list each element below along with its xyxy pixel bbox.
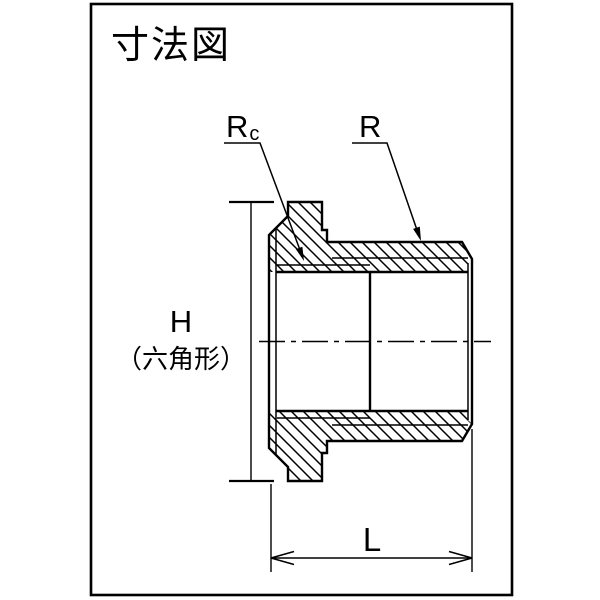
outer-profile: [267, 200, 474, 483]
section-hatching: [269, 202, 472, 481]
leader-r: R: [352, 109, 421, 241]
male-thread-root-lines: [332, 257, 468, 426]
h-dimension-ticks: [229, 200, 274, 483]
label-height-note: （六角形）: [116, 344, 246, 374]
lower-wall-section: [269, 411, 472, 481]
label-height: H: [170, 304, 192, 339]
page-title: 寸法図: [111, 25, 231, 67]
upper-wall-section: [269, 202, 472, 272]
l-dimension-arrows: [270, 550, 473, 566]
leader-rc: Rc: [224, 109, 304, 261]
dimension-H: H （六角形）: [116, 200, 274, 483]
label-r: R: [359, 109, 381, 144]
bore-lines: [276, 270, 468, 413]
rc-leader-arrowhead: [295, 246, 304, 261]
drawing-border: [89, 2, 514, 597]
dimension-L: L: [270, 429, 473, 572]
rc-leader-line: [224, 142, 301, 251]
r-leader-line: [352, 142, 418, 231]
label-rc: Rc: [226, 109, 259, 145]
r-leader-arrowhead: [413, 226, 421, 241]
label-length: L: [363, 521, 381, 558]
female-thread-root-lines: [277, 264, 370, 419]
